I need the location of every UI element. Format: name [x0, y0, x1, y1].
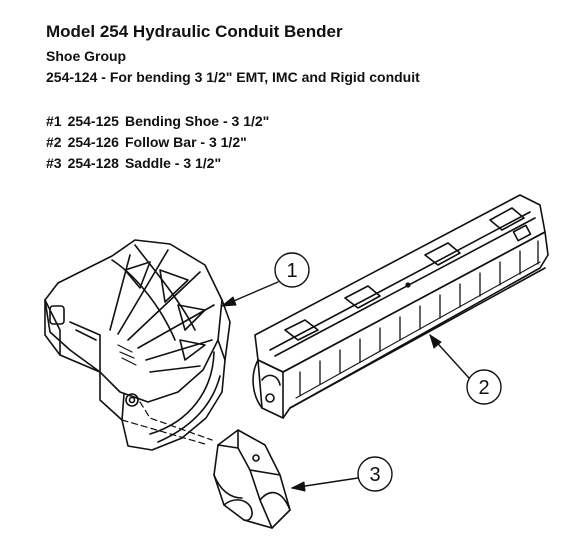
callout-number: 1 [286, 260, 297, 282]
page-title: Model 254 Hydraulic Conduit Bender [46, 22, 343, 41]
saddle-illustration [213, 429, 291, 529]
part-row-3: #3 254-128 Saddle - 3 1/2" [46, 153, 275, 174]
part-description: Follow Bar - 3 1/2" [124, 134, 247, 150]
assembly-dash-line [139, 401, 213, 441]
part-row-2: #2 254-126 Follow Bar - 3 1/2" [46, 132, 275, 153]
part-description: Saddle - 3 1/2" [124, 155, 222, 171]
assembly-dash-line [121, 419, 206, 445]
callout-2: 2 [429, 334, 502, 405]
kit-description: 254-124 - For bending 3 1/2" EMT, IMC an… [46, 69, 420, 85]
callout-1: 1 [221, 252, 310, 307]
part-number: 254-126 [67, 134, 119, 150]
callout-3: 3 [291, 456, 393, 492]
part-index: #3 [46, 155, 62, 171]
part-index: #1 [46, 113, 62, 129]
group-name: Shoe Group [46, 48, 127, 64]
part-index: #2 [46, 134, 62, 150]
follow-bar-illustration [252, 194, 549, 419]
parts-list: #1 254-125 Bending Shoe - 3 1/2" #2 254-126… [46, 111, 275, 174]
part-number: 254-128 [67, 155, 119, 171]
callout-number: 2 [478, 377, 489, 399]
bending-shoe-illustration [44, 239, 231, 451]
part-description: Bending Shoe - 3 1/2" [124, 113, 270, 129]
callout-number: 3 [369, 464, 380, 486]
part-row-1: #1 254-125 Bending Shoe - 3 1/2" [46, 111, 275, 132]
part-number: 254-125 [67, 113, 119, 129]
